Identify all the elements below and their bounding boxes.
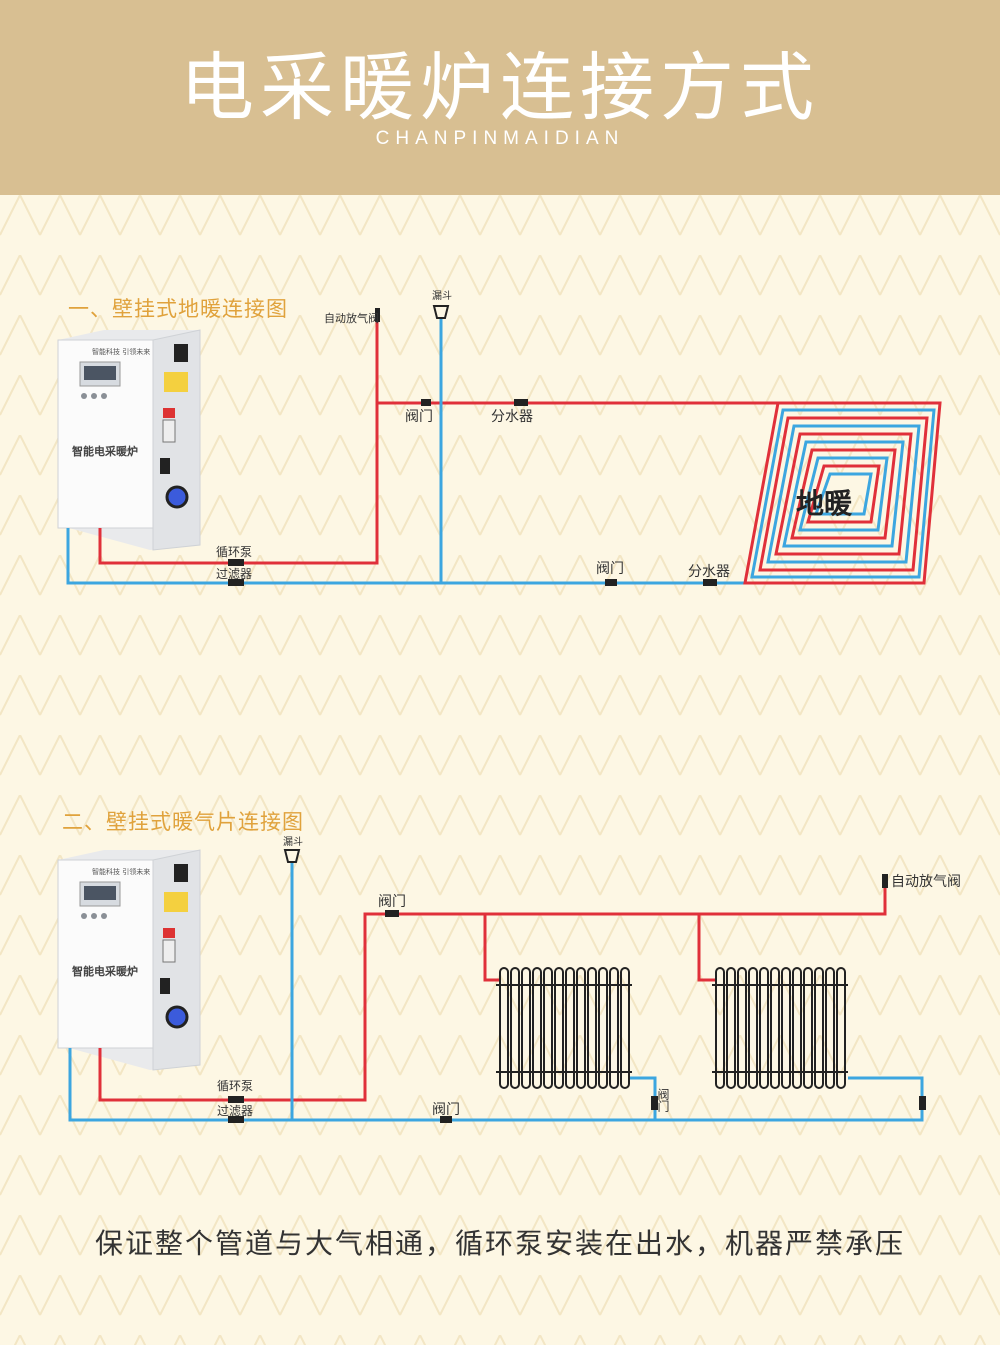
valve-radiator-2 [651,1096,658,1110]
floor-heating-coils [743,401,942,585]
auto-air-valve-label-2: 自动放气阀 [891,874,961,890]
boiler-brand-small-2: 智能科技 引领未来 [92,867,150,876]
return-pipe-1 [66,528,745,585]
pump-1 [228,559,244,566]
valve-bottom-1 [605,579,617,586]
manifold-top-label-1: 分水器 [491,409,533,425]
funnel-1 [432,305,450,319]
pump-label-2: 循环泵 [217,1079,253,1093]
manifold-bottom-label-1: 分水器 [688,564,730,580]
section2-title: 二、壁挂式暖气片连接图 [62,810,304,834]
radiator1-feed [483,914,500,982]
page-title: 电采暖炉连接方式 [180,45,820,131]
valve-top-label-2: 阀门 [378,894,406,910]
valve-top-label-1: 阀门 [405,409,433,425]
manifold-bottom-1 [703,579,717,586]
footer-note: 保证整个管道与大气相通，循环泵安装在出水，机器严禁承压 [94,1227,905,1260]
boiler-image-1 [56,328,202,552]
page-subtitle: CHANPINMAIDIAN [375,128,625,149]
pump-label-1: 循环泵 [216,545,252,559]
supply-pipe-2 [98,888,887,1102]
section1-title: 一、壁挂式地暖连接图 [68,297,288,321]
filter-label-2: 过滤器 [217,1104,253,1118]
filter-2 [228,1116,244,1123]
header-banner: 电采暖炉连接方式 CHANPINMAIDIAN [0,0,1000,195]
boiler-brand-text-1: 智能电采暖炉 [72,444,138,458]
radiator-2 [712,967,848,1089]
valve-radiator2-2 [919,1096,926,1110]
manifold-top-1 [514,399,528,406]
valve-bottom-2 [440,1116,452,1123]
filter-1 [228,579,244,586]
filter-label-1: 过滤器 [216,567,252,581]
boiler-image-2 [56,848,202,1072]
return-pipe-2b [655,1076,924,1122]
auto-air-valve-1 [375,308,380,322]
funnel-2 [283,849,301,863]
boiler-brand-text-2: 智能电采暖炉 [72,964,138,978]
funnel-label-2: 漏斗 [283,836,303,848]
floor-heating-label: 地暖 [796,487,853,520]
boiler-brand-small-1: 智能科技 引领未来 [92,347,150,356]
funnel-label-1: 漏斗 [432,290,452,302]
valve-top-1 [421,399,431,406]
section2-pipes: 漏斗 阀门 自动放气阀 循环泵 过滤器 阀门 阀门 [68,836,961,1123]
section2-diagram: 智能科技 引领未来 智能电采暖炉 [56,848,202,1072]
auto-air-valve-label-1: 自动放气阀 [324,311,379,325]
valve-bottom-label-2: 阀门 [432,1102,460,1118]
valve-radiator-label-2: 阀门 [656,1088,670,1112]
auto-air-valve-2 [882,874,888,888]
section1-diagram: 智能科技 引领未来 智能电采暖炉 地暖 [56,290,942,586]
radiator2-feed [697,914,716,982]
pump-2 [228,1096,244,1103]
valve-bottom-label-1: 阀门 [596,561,624,577]
radiator-1 [496,967,632,1089]
valve-top-2 [385,910,399,917]
